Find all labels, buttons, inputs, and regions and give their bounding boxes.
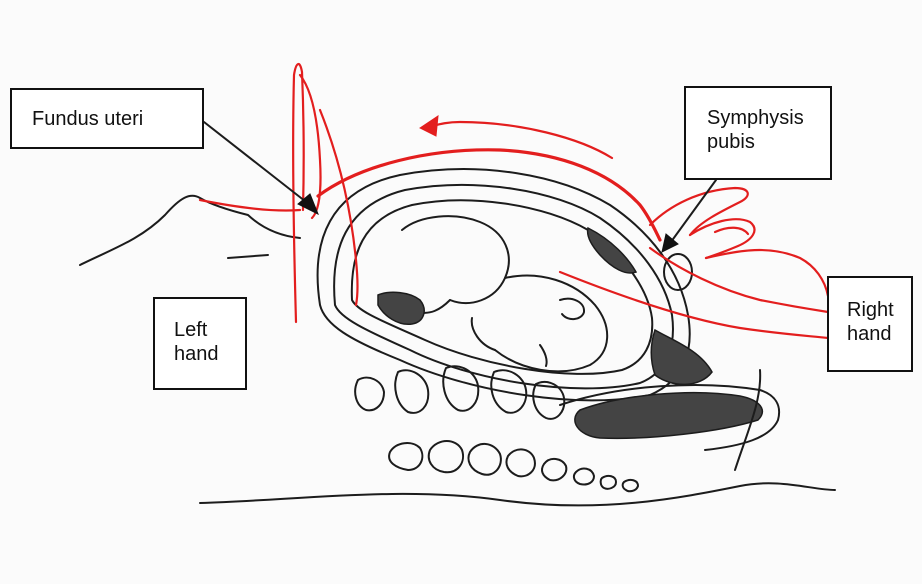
left-hand-label: Left hand bbox=[153, 297, 247, 390]
fetus-limbs bbox=[418, 300, 547, 366]
left-hand-line1: Left bbox=[174, 318, 245, 342]
fetus-head bbox=[402, 216, 509, 303]
placenta-lower bbox=[651, 330, 712, 384]
symphysis-pubis-label: Symphysis pubis bbox=[684, 86, 832, 180]
right-hand-label: Right hand bbox=[827, 276, 913, 372]
spine-lower-row bbox=[389, 441, 638, 491]
bed-line bbox=[200, 483, 835, 505]
fetus-back bbox=[495, 276, 607, 372]
fetus-ear bbox=[560, 299, 584, 319]
right-hand-curl bbox=[715, 228, 748, 234]
symphysis-line1: Symphysis bbox=[707, 106, 830, 130]
placenta bbox=[588, 228, 636, 273]
symphysis-pointer-line bbox=[668, 180, 716, 246]
fundus-uteri-text: Fundus uteri bbox=[32, 107, 202, 131]
body-outline-small bbox=[228, 255, 268, 258]
direction-arrowhead bbox=[420, 116, 438, 136]
amniotic-membrane bbox=[352, 200, 652, 374]
fundus-uteri-label: Fundus uteri bbox=[10, 88, 204, 149]
symphysis-line2: pubis bbox=[707, 130, 830, 154]
right-hand-line2: hand bbox=[847, 322, 911, 346]
left-hand-line2: hand bbox=[174, 342, 245, 366]
right-hand-line1: Right bbox=[847, 298, 911, 322]
fetus-hatched-head bbox=[378, 292, 424, 324]
spine-upper-row bbox=[355, 366, 564, 419]
